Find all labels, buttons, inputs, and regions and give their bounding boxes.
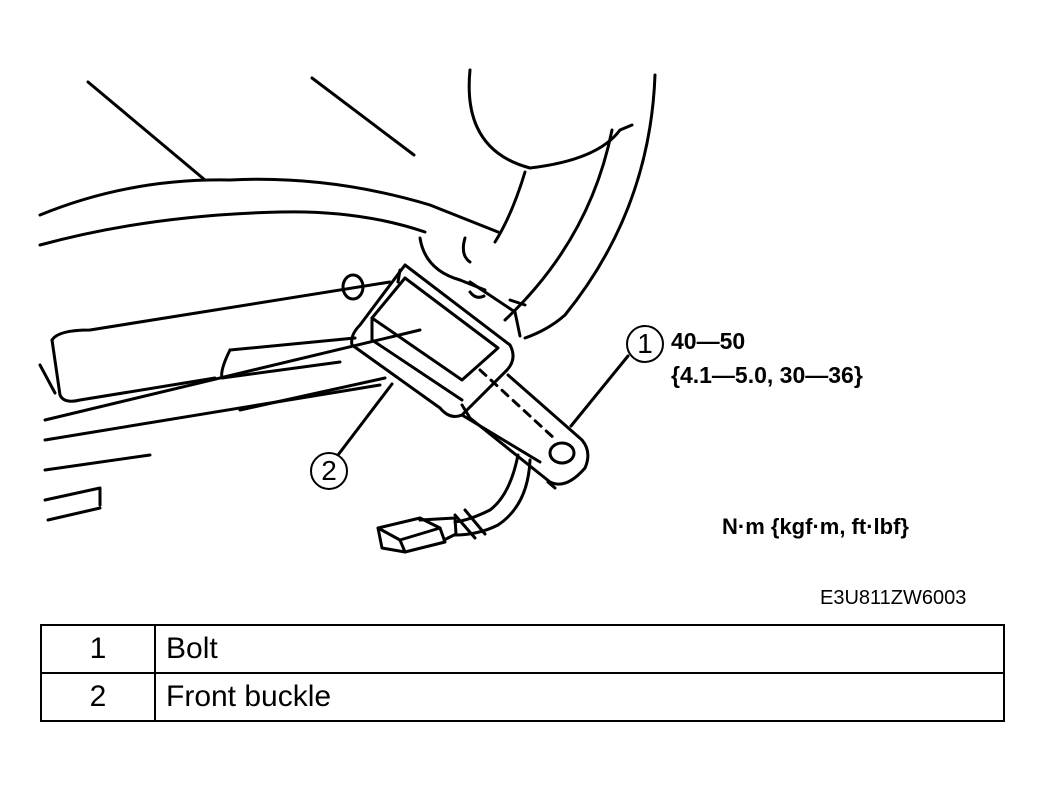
legend-number: 1 bbox=[40, 624, 156, 674]
parts-legend-table: 1 Bolt 2 Front buckle bbox=[40, 624, 1005, 722]
figure-code: E3U811ZW6003 bbox=[820, 587, 967, 609]
front-buckle-shape bbox=[350, 263, 590, 490]
legend-number: 2 bbox=[40, 672, 156, 722]
table-row: 2 Front buckle bbox=[40, 672, 1005, 722]
callout-2: 2 bbox=[310, 452, 348, 490]
torque-spec: 40—50 {4.1—5.0, 30—36} bbox=[671, 324, 863, 392]
legend-description: Front buckle bbox=[154, 672, 1005, 722]
torque-units-label: N·m {kgf·m, ft·lbf} bbox=[722, 514, 909, 539]
torque-kgfm-ftlbf: {4.1—5.0, 30—36} bbox=[671, 362, 863, 388]
callout-1: 1 bbox=[626, 325, 664, 363]
legend-description: Bolt bbox=[154, 624, 1005, 674]
seat-outline bbox=[38, 68, 657, 522]
leader-line-2 bbox=[336, 382, 394, 457]
table-row: 1 Bolt bbox=[40, 624, 1005, 674]
torque-nm: 40—50 bbox=[671, 328, 746, 354]
leader-line-1 bbox=[569, 354, 630, 428]
seat-belt-buckle-illustration bbox=[38, 68, 657, 554]
harness-connector bbox=[376, 453, 532, 554]
